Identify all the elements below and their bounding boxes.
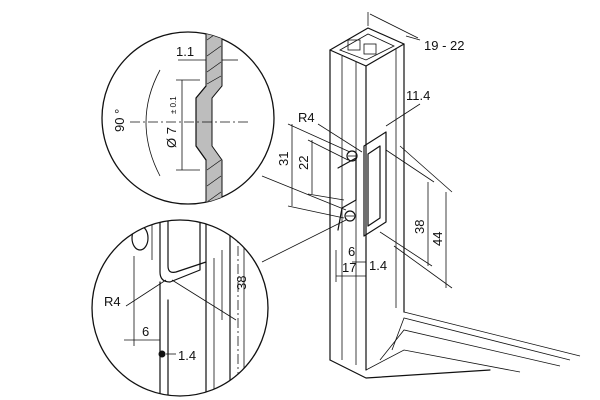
dim-38: 38 xyxy=(412,220,427,234)
leader-bottom-detail xyxy=(261,219,347,263)
detail-bottom: 38 R4 6 1.4 xyxy=(91,219,269,397)
dim-1-4-main: 1.4 xyxy=(369,258,387,273)
profile-top-inner xyxy=(339,33,395,61)
profile-main xyxy=(329,27,581,379)
profile-top-face xyxy=(329,27,405,67)
dim-17: 17 xyxy=(342,260,356,275)
dim-6-main: 6 xyxy=(348,244,355,259)
frame-sill xyxy=(329,359,491,379)
strike-plate xyxy=(363,131,387,237)
detail-top-tolerance: ± 0.1 xyxy=(169,96,178,114)
dim-19-22: 19 - 22 xyxy=(424,38,464,53)
detail-top: 1.1 Ø 7 ± 0.1 90 ° xyxy=(101,31,275,205)
detail-bottom-dim-38: 38 xyxy=(234,276,249,290)
dim-11-4: 11.4 xyxy=(406,88,430,103)
screw-top xyxy=(346,150,358,162)
detail-bottom-circle xyxy=(91,219,269,397)
frame-rail-1 xyxy=(379,329,561,367)
detail-top-diameter: Ø 7 xyxy=(164,127,179,148)
latch-contour xyxy=(337,157,357,231)
strike-profile-inner xyxy=(167,220,207,273)
detail-top-dim-1-1: 1.1 xyxy=(176,44,194,59)
frame-rail-2 xyxy=(391,317,571,361)
detail-top-angle: 90 ° xyxy=(112,109,127,132)
frame-sill-inner xyxy=(365,349,521,373)
screw-bottom xyxy=(344,210,356,222)
detail-top-circle xyxy=(101,31,275,205)
detail-bottom-r4: R4 xyxy=(104,294,121,309)
dim-31: 31 xyxy=(276,152,291,166)
detail-bottom-point xyxy=(158,350,166,358)
profile-chamber-2 xyxy=(363,43,377,55)
angle-arc xyxy=(145,69,161,177)
profile-chamber-1 xyxy=(347,39,361,51)
dim-44: 44 xyxy=(430,232,445,246)
countersink-outline xyxy=(195,85,207,161)
detail-bottom-dim-6: 6 xyxy=(142,324,149,339)
main-dimensions: 19 - 22 11.4 R4 31 22 38 44 6 17 xyxy=(276,12,464,289)
leader-top-detail xyxy=(261,175,347,211)
dim-r4-main: R4 xyxy=(298,110,315,125)
strike-profile xyxy=(159,220,201,283)
frame-rail-3 xyxy=(403,311,581,357)
dim-22: 22 xyxy=(296,156,311,170)
detail-bottom-dim-1-4: 1.4 xyxy=(178,348,196,363)
strike-slot xyxy=(367,145,381,227)
